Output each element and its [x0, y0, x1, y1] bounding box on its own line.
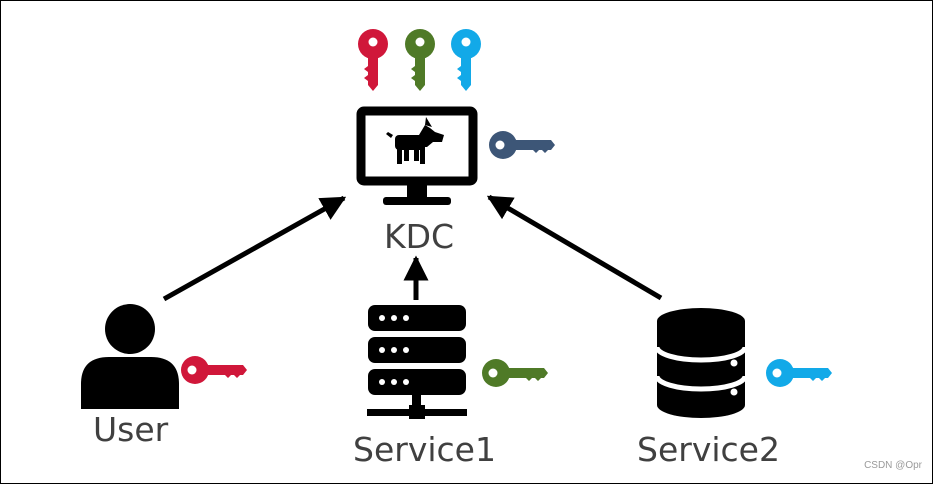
service1-label: Service1 [353, 430, 496, 469]
arrow-user-to-kdc [162, 195, 347, 302]
kdc-label: KDC [384, 217, 455, 256]
service2-key-icon [766, 359, 832, 387]
user-key-icon [181, 356, 247, 384]
watermark: CSDN @Opr [864, 460, 922, 471]
service2-label: Service2 [637, 430, 780, 469]
kdc-key-icon [489, 131, 555, 159]
red-key-icon [358, 29, 388, 91]
person-icon [81, 304, 179, 409]
user-label: User [93, 410, 169, 449]
dog-icon [386, 117, 444, 164]
kdc-monitor-icon [356, 106, 478, 205]
server-rack-icon [367, 305, 467, 419]
service1-key-icon [482, 359, 548, 387]
database-icon [654, 308, 748, 418]
blue-key-icon [451, 29, 481, 91]
green-key-icon [405, 29, 435, 91]
arrow-service2-to-kdc [486, 194, 663, 301]
